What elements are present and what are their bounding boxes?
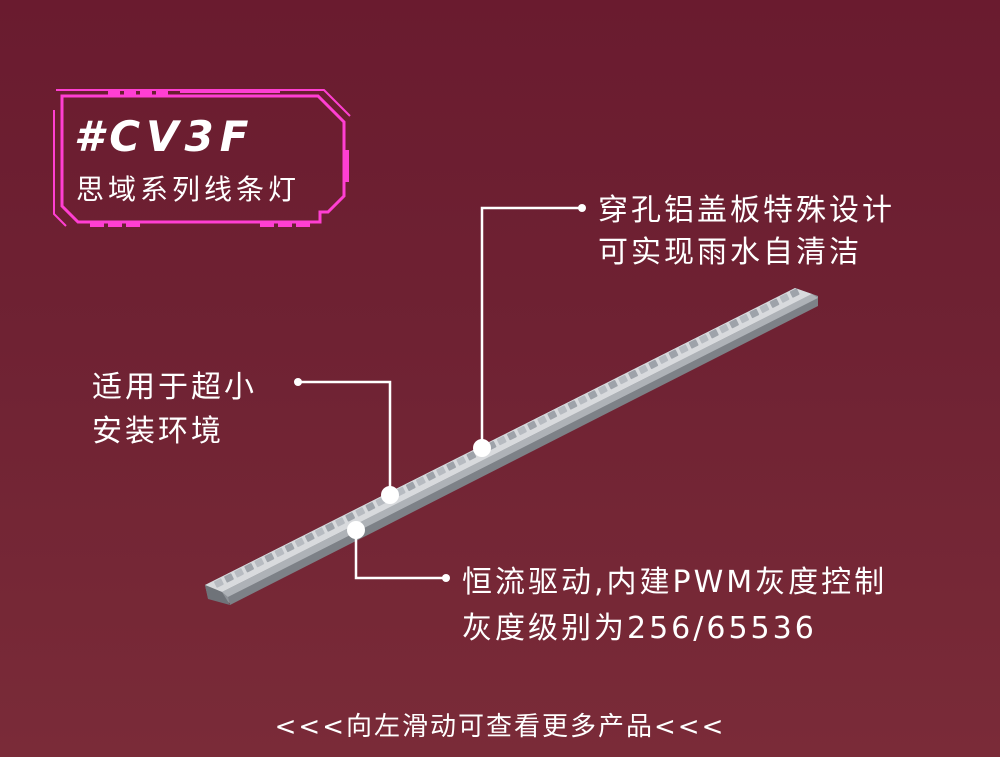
leader-end-bottom [442,574,450,582]
led-cell [709,329,719,339]
callout-point-left [381,486,399,504]
led-cell [769,298,780,308]
swipe-hint[interactable]: <<<向左滑动可查看更多产品<<< [274,712,726,742]
led-cell [567,400,578,410]
led-cell [436,466,446,476]
led-cell [618,374,628,385]
led-cell [284,542,295,553]
led-cell [719,324,729,334]
leader-line-bottom [354,530,446,580]
led-cell [254,558,265,568]
led-cell [577,395,588,405]
led-cell [698,334,709,344]
led-cell [688,339,699,349]
led-cell [628,369,638,380]
led-cell [759,303,770,313]
led-cell [304,532,315,542]
led-cell [517,425,527,436]
callout-point-bottom [347,521,365,539]
led-cell [416,476,426,486]
callout-top-line1: 穿孔铝盖板特殊设计 [598,193,895,228]
led-cell [779,293,790,303]
led-cell [365,502,376,512]
led-cell [678,344,689,354]
leader-dots [294,204,586,582]
led-cell [547,410,558,420]
led-cell [224,573,234,583]
leader-end-top [578,204,586,212]
led-cell [345,512,355,522]
leader-lines [298,206,582,580]
callout-constant-current: 恒流驱动,内建PWM灰度控制 灰度级别为256/65536 [462,560,887,652]
led-cell [608,380,618,390]
led-cell [294,537,305,547]
leader-line-left [298,380,392,495]
led-cell [325,522,335,532]
product-code: #CV3F [74,112,255,161]
led-cell [587,390,598,400]
led-cell [739,313,749,324]
led-cell [638,364,648,374]
badge-frame-accents [90,90,349,227]
led-cell [274,547,285,558]
led-cell [789,288,800,298]
led-cell [335,517,345,527]
leader-end-left [294,378,302,386]
led-cell [668,349,679,359]
callout-left-line1: 适用于超小 [92,370,257,405]
callout-top-line2: 可实现雨水自清洁 [598,235,862,270]
led-cell [456,456,467,466]
led-cell [658,354,669,364]
led-cell [355,507,366,517]
led-array [214,288,800,588]
led-cell [244,563,254,573]
led-cell [426,471,436,481]
led-cell [496,435,507,446]
callout-left-line2: 安装环境 [92,414,224,449]
callout-perforated-cover: 穿孔铝盖板特殊设计 可实现雨水自清洁 [598,190,895,274]
led-cell [729,319,739,329]
linear-light-fixture [205,288,818,605]
led-cell [405,481,416,491]
product-name: 思域系列线条灯 [76,173,301,206]
callout-bottom-line2: 灰度级别为256/65536 [462,611,817,646]
led-cell [527,420,537,430]
callout-bottom-line1: 恒流驱动,内建PWM灰度控制 [462,565,888,600]
led-cell [648,359,659,369]
led-cell [446,461,456,471]
led-cell [557,405,568,415]
led-cell [214,578,224,588]
led-cell [597,385,608,395]
led-cell [749,308,760,319]
led-cell [234,568,244,578]
led-cell [507,430,517,441]
led-cell [315,527,325,537]
led-cell [264,552,275,563]
leader-line-top [480,206,582,448]
led-cell [537,415,547,425]
callout-small-install: 适用于超小 安装环境 [92,366,257,454]
led-cell [466,451,477,461]
callout-point-top [473,439,491,457]
